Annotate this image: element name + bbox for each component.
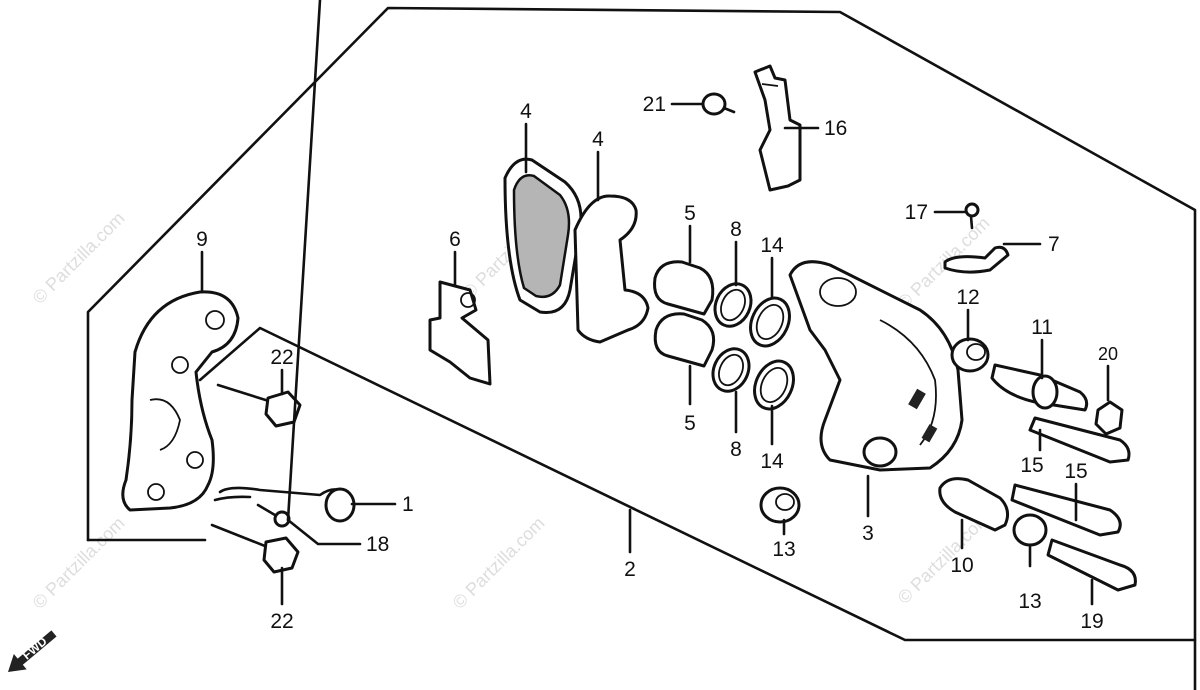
nut-part-20 <box>1094 400 1124 436</box>
part-label-15: 15 <box>1064 460 1087 483</box>
boot-part-13-left <box>759 486 801 524</box>
caliper-bracket-part-9 <box>121 290 240 512</box>
part-label-22: 22 <box>270 346 293 369</box>
pad-spring-part-16 <box>753 64 802 192</box>
part-label-8: 8 <box>730 438 742 461</box>
part-label-15: 15 <box>1020 454 1043 477</box>
pad-pin-part-15-lower <box>1010 483 1122 537</box>
watermark: © Partzilla.com <box>29 513 129 613</box>
part-label-18: 18 <box>366 533 389 556</box>
part-label-14: 14 <box>760 450 784 473</box>
pad-pin-part-15-upper <box>1028 416 1131 464</box>
part-label-21: 21 <box>643 93 666 116</box>
part-label-6: 6 <box>449 228 461 251</box>
part-label-8: 8 <box>730 218 742 241</box>
watermark: © Partzilla.com <box>449 513 549 613</box>
part-label-2: 2 <box>624 558 636 581</box>
caliper-body-part-3 <box>788 260 964 472</box>
boot-part-12 <box>950 337 990 373</box>
assembly-boundary-outline <box>86 6 1197 690</box>
watermark: © Partzilla.com <box>29 208 129 308</box>
bleeder-valve-part-17 <box>964 202 980 230</box>
bolt-part-22-upper <box>216 383 302 428</box>
part-label-12: 12 <box>956 286 979 309</box>
part-label-5: 5 <box>684 412 696 435</box>
part-label-9: 9 <box>196 228 208 251</box>
part-label-13: 13 <box>1018 590 1041 613</box>
inner-boundary-line <box>198 326 1197 642</box>
bolt-part-22-lower <box>210 523 300 574</box>
part-label-14: 14 <box>760 234 784 257</box>
forward-arrow-icon: FWD <box>8 630 57 672</box>
piston-part-5-upper <box>653 260 715 316</box>
pad-shim-part-6 <box>428 280 492 386</box>
brake-pad-part-4-right <box>573 194 650 344</box>
part-label-7: 7 <box>1048 233 1060 256</box>
part-label-16: 16 <box>824 117 847 140</box>
brake-pad-part-4-left <box>503 157 583 315</box>
part-label-22: 22 <box>270 610 293 633</box>
screw-part-18 <box>256 503 291 528</box>
part-label-17: 17 <box>905 201 928 224</box>
part-label-13: 13 <box>772 538 795 561</box>
part-label-10: 10 <box>950 554 973 577</box>
boot-part-13-right <box>1012 513 1048 547</box>
part-label-5: 5 <box>684 202 696 225</box>
caliper-pin-part-11 <box>990 363 1089 412</box>
bolt-part-19 <box>1046 538 1137 592</box>
hose-clip-part-7 <box>943 245 1010 274</box>
bleeder-cap-part-21 <box>701 92 736 116</box>
pad-pin-clip-part-1 <box>213 486 356 523</box>
sleeve-part-10 <box>938 477 1010 532</box>
part-labels: 4 4 21 16 9 6 5 8 14 17 7 12 11 20 22 5 … <box>196 93 1118 633</box>
part-label-11: 11 <box>1031 316 1053 339</box>
part-label-20: 20 <box>1098 344 1118 364</box>
leader-lines <box>200 0 1110 606</box>
part-label-4: 4 <box>592 128 604 151</box>
piston-seal-part-8 <box>711 282 753 393</box>
part-label-1: 1 <box>402 493 414 516</box>
part-label-19: 19 <box>1080 610 1103 633</box>
part-label-3: 3 <box>862 522 874 545</box>
part-label-4: 4 <box>520 100 532 123</box>
piston-part-5-lower <box>653 312 716 368</box>
dust-seal-part-14 <box>749 296 795 411</box>
